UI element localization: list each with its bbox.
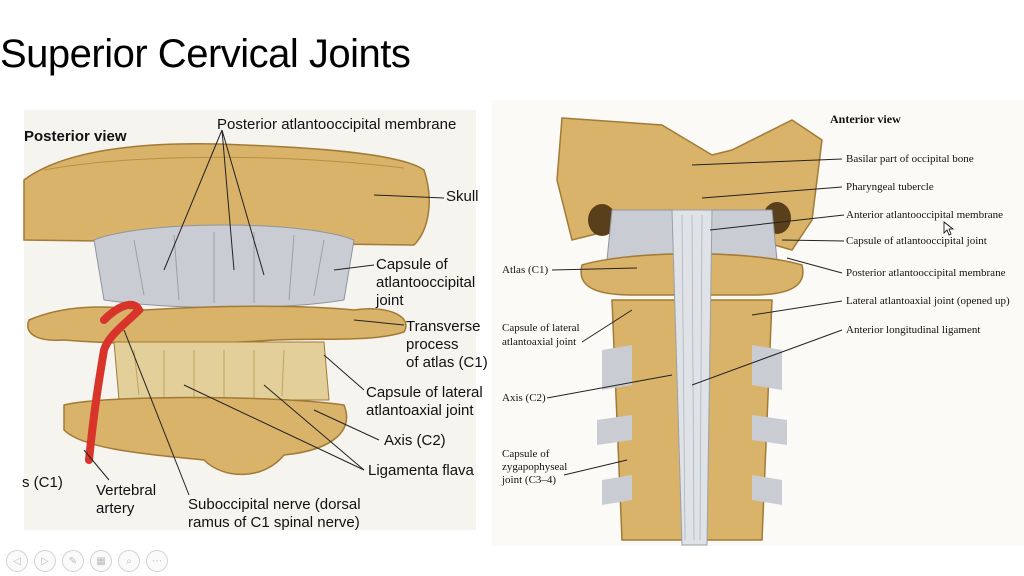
label-capsule-lateral-1: Capsule of lateral <box>366 384 483 401</box>
label-posterior-atlantooccipital-membrane: Posterior atlantooccipital membrane <box>217 116 457 133</box>
posterior-view-illustration <box>23 129 445 496</box>
previous-icon[interactable]: ◁ <box>6 550 28 572</box>
posterior-view-title: Posterior view <box>24 128 127 145</box>
more-icon[interactable]: ⋯ <box>146 550 168 572</box>
label-zygapophyseal-3: joint (C3–4) <box>502 474 557 486</box>
label-capsule-lateral-2: atlantoaxial joint <box>502 336 577 348</box>
label-transverse-1: Transverse <box>406 318 481 335</box>
anterior-view-title: Anterior view <box>830 112 901 126</box>
label-ligamenta-flava: Ligamenta flava <box>368 462 474 479</box>
label-capsule-atlantooccipital-2: atlantooccipital <box>376 274 476 291</box>
posterior-view-figure: Posterior view Posterior atlantooccipita… <box>22 110 488 531</box>
label-skull: Skull <box>446 188 479 205</box>
slideshow-controls: ◁ ▷ ✎ ▦ ⌕ ⋯ <box>6 550 168 572</box>
label-suboccipital-1: Suboccipital nerve (dorsal <box>188 496 361 513</box>
label-capsule-atlantooccipital-joint: Capsule of atlantooccipital joint <box>846 235 987 247</box>
label-basilar-part: Basilar part of occipital bone <box>846 153 974 165</box>
label-suboccipital-2: ramus of C1 spinal nerve) <box>188 514 360 531</box>
zoom-icon[interactable]: ⌕ <box>118 550 140 572</box>
label-axis: Axis (C2) <box>502 392 546 404</box>
mouse-cursor-icon <box>943 221 955 236</box>
label-posterior-atlantooccipital-membrane: Posterior atlantooccipital membrane <box>846 267 1006 279</box>
label-transverse-3: of atlas (C1) <box>406 354 488 371</box>
label-atlas: Atlas (C1) <box>502 264 549 276</box>
pen-icon[interactable]: ✎ <box>62 550 84 572</box>
label-capsule-atlantooccipital-1: Capsule of <box>376 256 448 273</box>
label-zygapophyseal-1: Capsule of <box>502 448 550 460</box>
anterior-view-figure: Anterior view Basilar part of occipital … <box>492 100 1024 546</box>
slide-title: Superior Cervical Joints <box>0 32 411 76</box>
label-capsule-lateral-1: Capsule of lateral <box>502 322 580 334</box>
label-c1: s (C1) <box>22 474 63 491</box>
label-axis: Axis (C2) <box>384 432 446 449</box>
label-transverse-2: process <box>406 336 459 353</box>
label-zygapophyseal-2: zygapophyseal <box>502 461 568 473</box>
slides-icon[interactable]: ▦ <box>90 550 112 572</box>
label-anterior-atlantooccipital-membrane: Anterior atlantooccipital membrane <box>846 209 1003 221</box>
next-icon[interactable]: ▷ <box>34 550 56 572</box>
label-capsule-atlantooccipital-3: joint <box>376 292 404 309</box>
label-capsule-lateral-2: atlantoaxial joint <box>366 402 474 419</box>
label-lateral-atlantoaxial-joint: Lateral atlantoaxial joint (opened up) <box>846 295 1010 307</box>
label-vertebral-2: artery <box>96 500 135 517</box>
label-anterior-longitudinal-ligament: Anterior longitudinal ligament <box>846 324 981 336</box>
label-pharyngeal-tubercle: Pharyngeal tubercle <box>846 181 934 193</box>
label-vertebral-1: Vertebral <box>96 482 157 499</box>
